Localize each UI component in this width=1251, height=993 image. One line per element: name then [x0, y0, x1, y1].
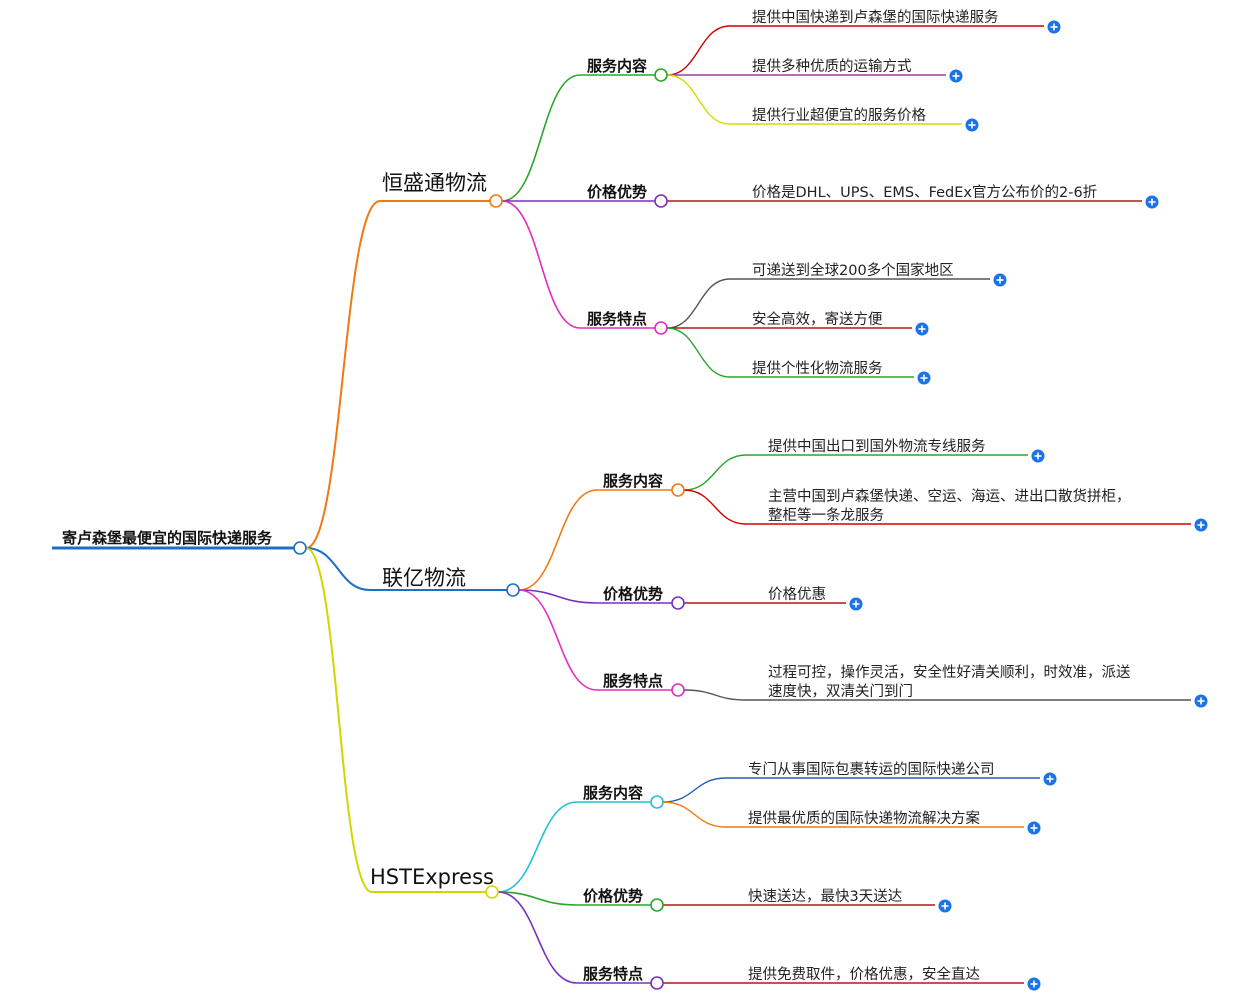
- leaf-edge-2-0-1: [662, 801, 727, 828]
- branch-toggle-1[interactable]: [506, 583, 520, 597]
- leaf-edge-1-0-0: [683, 454, 747, 491]
- leaf-edge-0-0-2: [666, 74, 731, 125]
- sub-edge-0-0: [501, 74, 581, 202]
- leaf-expand-button-1-0-0[interactable]: [1031, 449, 1045, 463]
- leaf-expand-button-0-2-2[interactable]: [917, 371, 931, 385]
- branch-toggle-0[interactable]: [489, 194, 503, 208]
- leaf-text-1-2-0-1: 速度快，双清关门到门: [768, 683, 913, 700]
- leaf-text-0-2-1-0: 安全高效，寄送方便: [752, 310, 883, 328]
- branch-edge-0: [305, 200, 381, 549]
- leaf-edge-2-0-0: [662, 777, 727, 803]
- sub-toggle-1-2[interactable]: [671, 683, 685, 697]
- leaf-text-1-0-0-0: 提供中国出口到国外物流专线服务: [768, 438, 986, 455]
- sub-edge-1-2: [518, 589, 598, 691]
- mindmap-nodes: 寄卢森堡最便宜的国际快递服务恒盛通物流服务内容提供中国快递到卢森堡的国际快递服务…: [62, 9, 1208, 991]
- sub-toggle-1-0[interactable]: [671, 483, 685, 497]
- leaf-expand-button-0-2-0[interactable]: [993, 273, 1007, 287]
- sub-label-1-2: 服务特点: [603, 672, 663, 690]
- leaf-expand-button-2-0-0[interactable]: [1043, 772, 1057, 786]
- leaf-expand-button-1-2-0[interactable]: [1194, 694, 1208, 708]
- leaf-expand-button-2-0-1[interactable]: [1027, 821, 1041, 835]
- leaf-expand-button-0-0-2[interactable]: [965, 118, 979, 132]
- leaf-expand-button-1-0-1[interactable]: [1194, 518, 1208, 532]
- leaf-edge-1-2-0: [683, 689, 747, 701]
- sub-edge-1-1: [518, 589, 598, 604]
- mindmap-edges: [52, 25, 1191, 984]
- leaf-text-2-1-0-0: 快速送达，最快3天送达: [748, 888, 902, 905]
- branch-label-2: HSTExpress: [370, 865, 494, 889]
- leaf-edge-0-0-0: [666, 25, 731, 76]
- sub-label-1-0: 服务内容: [603, 472, 663, 490]
- sub-label-2-1: 价格优势: [583, 887, 643, 905]
- root-label: 寄卢森堡最便宜的国际快递服务: [62, 529, 273, 547]
- sub-edge-0-2: [501, 200, 581, 329]
- leaf-expand-button-2-2-0[interactable]: [1027, 977, 1041, 991]
- root-toggle[interactable]: [293, 541, 307, 555]
- sub-toggle-0-2[interactable]: [654, 321, 668, 335]
- sub-label-2-0: 服务内容: [583, 784, 643, 802]
- leaf-text-0-2-2-0: 提供个性化物流服务: [752, 360, 883, 377]
- sub-edge-1-0: [518, 489, 598, 591]
- sub-label-1-1: 价格优势: [603, 585, 663, 603]
- sub-toggle-2-1[interactable]: [650, 898, 664, 912]
- branch-label-0: 恒盛通物流: [382, 171, 487, 195]
- sub-toggle-0-1[interactable]: [654, 194, 668, 208]
- sub-label-0-1: 价格优势: [587, 183, 647, 201]
- leaf-text-1-2-0-0: 过程可控，操作灵活，安全性好清关顺利，时效准，派送: [768, 663, 1131, 681]
- sub-label-0-2: 服务特点: [587, 310, 647, 328]
- branch-edge-1: [305, 547, 371, 591]
- leaf-expand-button-0-1-0[interactable]: [1145, 195, 1159, 209]
- sub-toggle-2-0[interactable]: [650, 795, 664, 809]
- leaf-edge-0-2-2: [666, 327, 731, 378]
- leaf-text-2-0-0-0: 专门从事国际包裹转运的国际快递公司: [748, 761, 995, 778]
- sub-edge-2-0: [497, 801, 578, 893]
- branch-label-1: 联亿物流: [382, 566, 466, 590]
- leaf-text-2-0-1-0: 提供最优质的国际快递物流解决方案: [748, 809, 980, 827]
- branch-toggle-2[interactable]: [485, 885, 499, 899]
- leaf-edge-0-2-0: [666, 278, 731, 329]
- leaf-text-0-2-0-0: 可递送到全球200多个国家地区: [752, 261, 954, 279]
- sub-toggle-1-1[interactable]: [671, 596, 685, 610]
- leaf-expand-button-0-0-0[interactable]: [1047, 20, 1061, 34]
- sub-toggle-0-0[interactable]: [654, 68, 668, 82]
- leaf-text-1-0-1-1: 整柜等一条龙服务: [768, 506, 884, 524]
- leaf-text-2-2-0-0: 提供免费取件，价格优惠，安全直达: [748, 965, 980, 983]
- leaf-expand-button-1-1-0[interactable]: [849, 597, 863, 611]
- sub-edge-2-2: [497, 891, 578, 984]
- leaf-expand-button-0-0-1[interactable]: [949, 69, 963, 83]
- leaf-text-0-0-1-0: 提供多种优质的运输方式: [752, 58, 912, 75]
- leaf-text-0-0-2-0: 提供行业超便宜的服务价格: [752, 107, 926, 124]
- branch-edge-2: [305, 547, 373, 893]
- leaf-expand-button-0-2-1[interactable]: [915, 322, 929, 336]
- leaf-text-1-1-0-0: 价格优惠: [768, 586, 826, 603]
- leaf-text-0-0-0-0: 提供中国快递到卢森堡的国际快递服务: [752, 9, 999, 26]
- leaf-text-1-0-1-0: 主营中国到卢森堡快递、空运、海运、进出口散货拼柜，: [768, 488, 1131, 505]
- leaf-expand-button-2-1-0[interactable]: [938, 899, 952, 913]
- sub-label-2-2: 服务特点: [583, 965, 643, 983]
- sub-label-0-0: 服务内容: [587, 57, 647, 75]
- leaf-text-0-1-0-0: 价格是DHL、UPS、EMS、FedEx官方公布价的2-6折: [752, 184, 1097, 201]
- sub-toggle-2-2[interactable]: [650, 976, 664, 990]
- leaf-edge-1-0-1: [683, 489, 747, 525]
- sub-edge-2-1: [497, 891, 578, 906]
